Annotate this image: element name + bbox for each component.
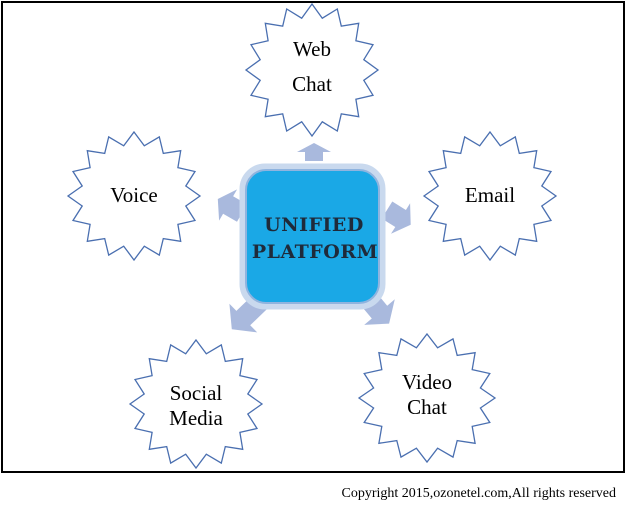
channel-nodes bbox=[66, 2, 558, 470]
social-media-label-line1: Social bbox=[170, 381, 223, 405]
email-label: Email bbox=[465, 183, 515, 207]
arrow-to-web-chat bbox=[297, 143, 331, 161]
hub-box bbox=[245, 169, 380, 304]
web-chat-label-line1: Web bbox=[293, 37, 331, 61]
video-chat-label-line1: Video bbox=[402, 370, 452, 394]
video-chat-label-line2: Chat bbox=[407, 395, 447, 419]
hub-label-line1: UNIFIED bbox=[264, 214, 364, 236]
arrow-to-email bbox=[381, 201, 411, 234]
video-chat-burst bbox=[357, 332, 497, 464]
hub-glow bbox=[239, 163, 386, 310]
web-chat-label-line2: Chat bbox=[292, 72, 332, 96]
copyright-notice: Copyright 2015,ozonetel.com,All rights r… bbox=[341, 486, 617, 501]
web-chat-burst bbox=[244, 2, 380, 138]
voice-label: Voice bbox=[110, 183, 157, 207]
hub-label-line2: PLATFORM bbox=[252, 241, 378, 263]
email-burst bbox=[422, 130, 558, 262]
social-media-label-line2: Media bbox=[169, 406, 223, 430]
hub-node: UNIFIED PLATFORM bbox=[239, 163, 386, 310]
social-media-burst bbox=[128, 338, 264, 470]
voice-burst bbox=[66, 130, 202, 262]
